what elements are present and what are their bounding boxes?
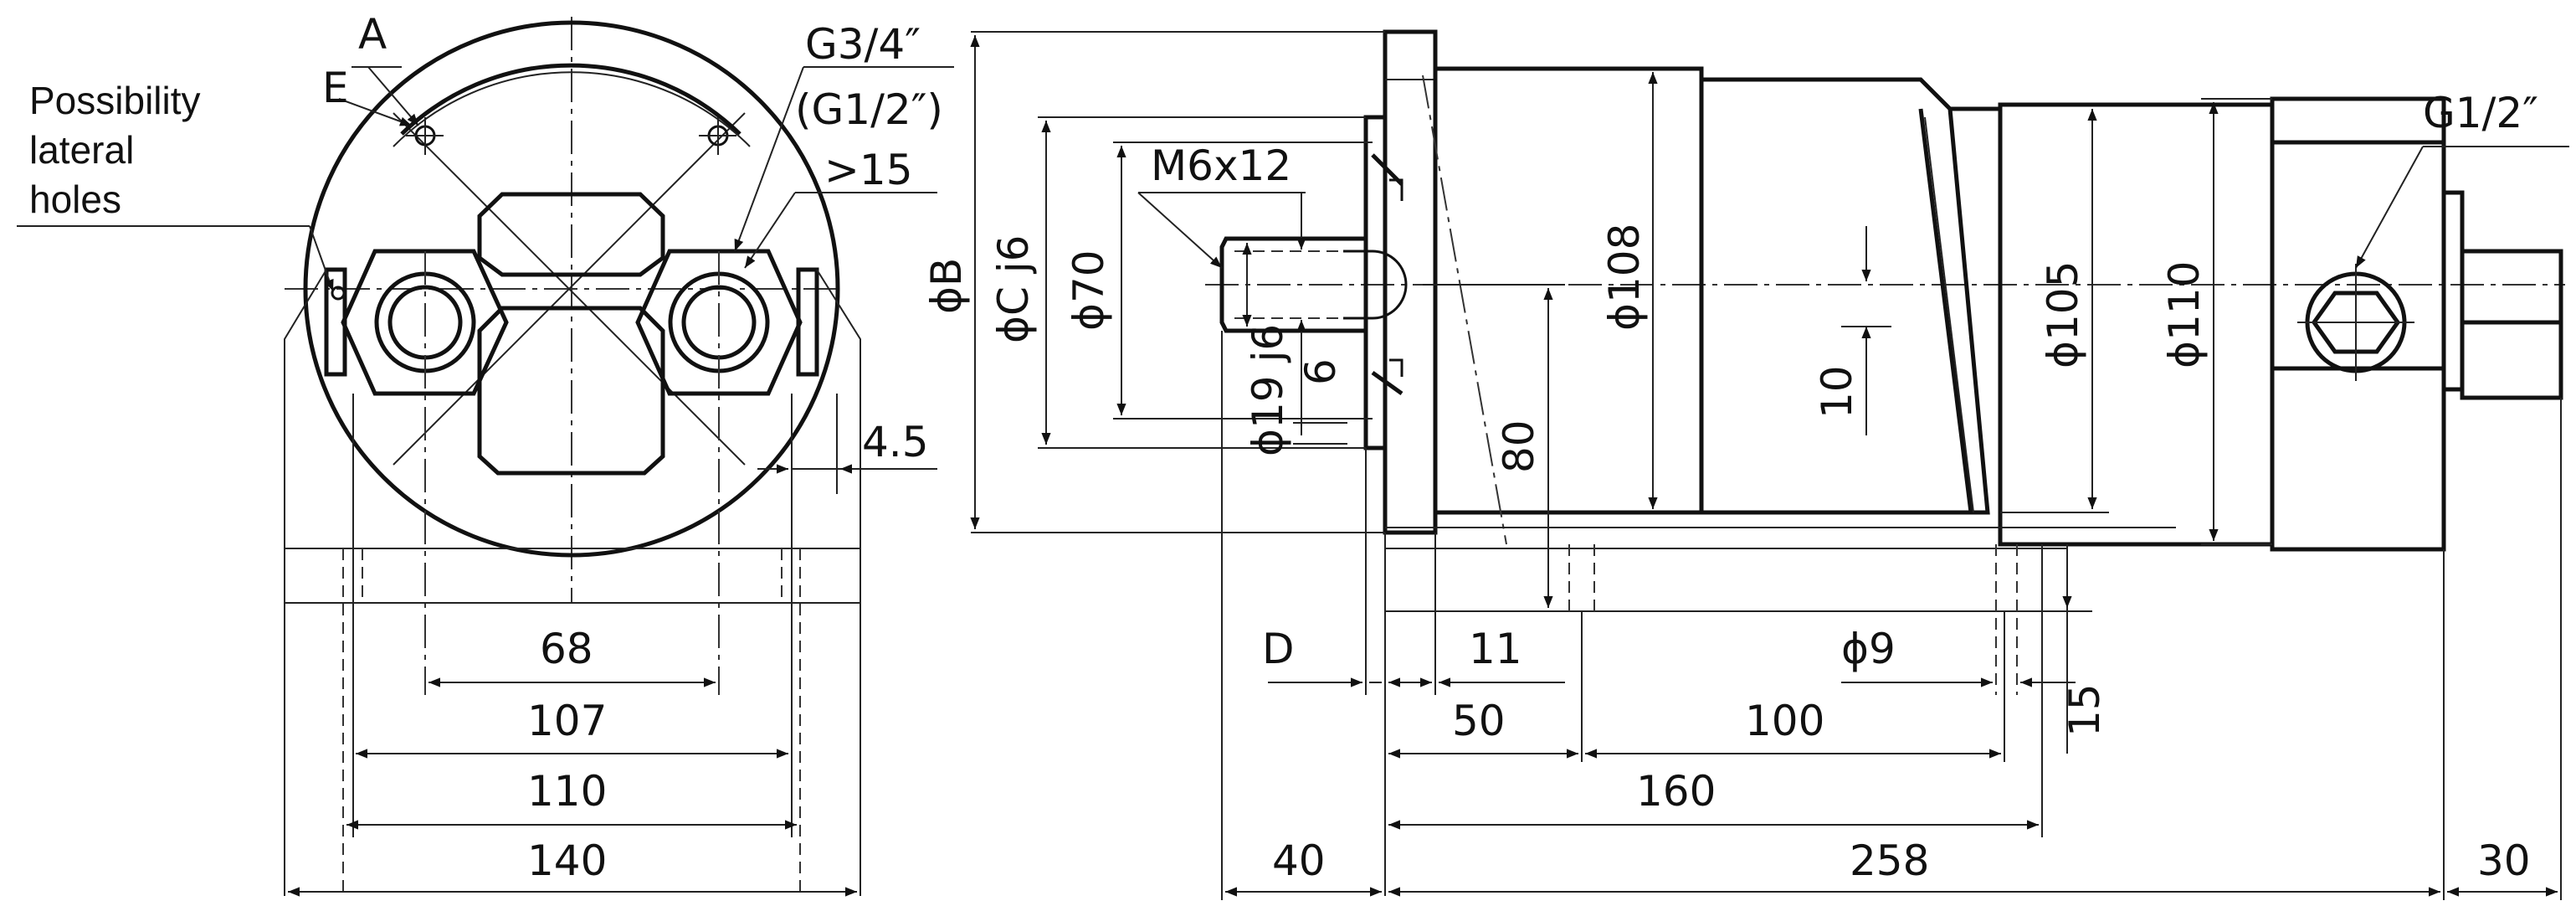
label-258: 258 [1850, 837, 1929, 885]
label-possibility-3: holes [29, 178, 121, 221]
motor-body [1433, 66, 1704, 515]
label-15: 15 [2060, 683, 2109, 737]
end-cap [2270, 96, 2446, 552]
label-6: 6 [1296, 358, 1345, 385]
label-110: 110 [527, 767, 607, 816]
label-g12-paren: (G1/2″) [795, 85, 943, 134]
label-11: 11 [1469, 625, 1522, 673]
side-view [1205, 29, 2565, 837]
labels: A E Possibility lateral holes G3/4″ (G1/… [29, 10, 2538, 885]
label-100: 100 [1745, 697, 1824, 745]
central-housing [477, 192, 665, 277]
side-view-dimensions [970, 31, 2569, 900]
label-phi-70: ϕ70 [1065, 250, 1113, 331]
label-phi-19: ϕ19 j6 [1244, 324, 1292, 456]
label-g12: G1/2″ [2423, 89, 2538, 137]
label-m6x12: M6x12 [1151, 142, 1291, 190]
label-phi-110: ϕ110 [2160, 261, 2209, 368]
label-phi-c: ϕC j6 [989, 235, 1038, 344]
label-g34: G3/4″ [805, 20, 921, 69]
front-view-dimensions [288, 464, 937, 897]
label-phi-b: ϕB [922, 258, 971, 314]
label-gt15: >15 [824, 146, 913, 194]
label-phi-108: ϕ108 [1600, 224, 1649, 331]
flange-circle [303, 20, 840, 558]
label-d: D [1262, 625, 1295, 673]
label-160: 160 [1636, 767, 1716, 816]
front-view [17, 17, 954, 896]
label-30: 30 [2477, 837, 2531, 885]
label-40: 40 [1272, 837, 1326, 885]
label-possibility-2: lateral [29, 128, 134, 172]
label-a: A [358, 10, 387, 59]
label-possibility-1: Possibility [29, 79, 201, 122]
port-hex-right [635, 249, 803, 396]
label-107: 107 [527, 697, 607, 745]
label-68: 68 [540, 625, 593, 673]
label-4-5: 4.5 [862, 418, 929, 466]
label-phi-9: ϕ9 [1841, 625, 1896, 673]
label-140: 140 [527, 837, 607, 885]
label-10: 10 [1813, 365, 1861, 419]
label-50: 50 [1452, 697, 1506, 745]
label-phi-105: ϕ105 [2039, 261, 2087, 368]
shaft [1219, 236, 1366, 333]
label-e: E [322, 64, 349, 112]
label-80: 80 [1495, 420, 1543, 473]
